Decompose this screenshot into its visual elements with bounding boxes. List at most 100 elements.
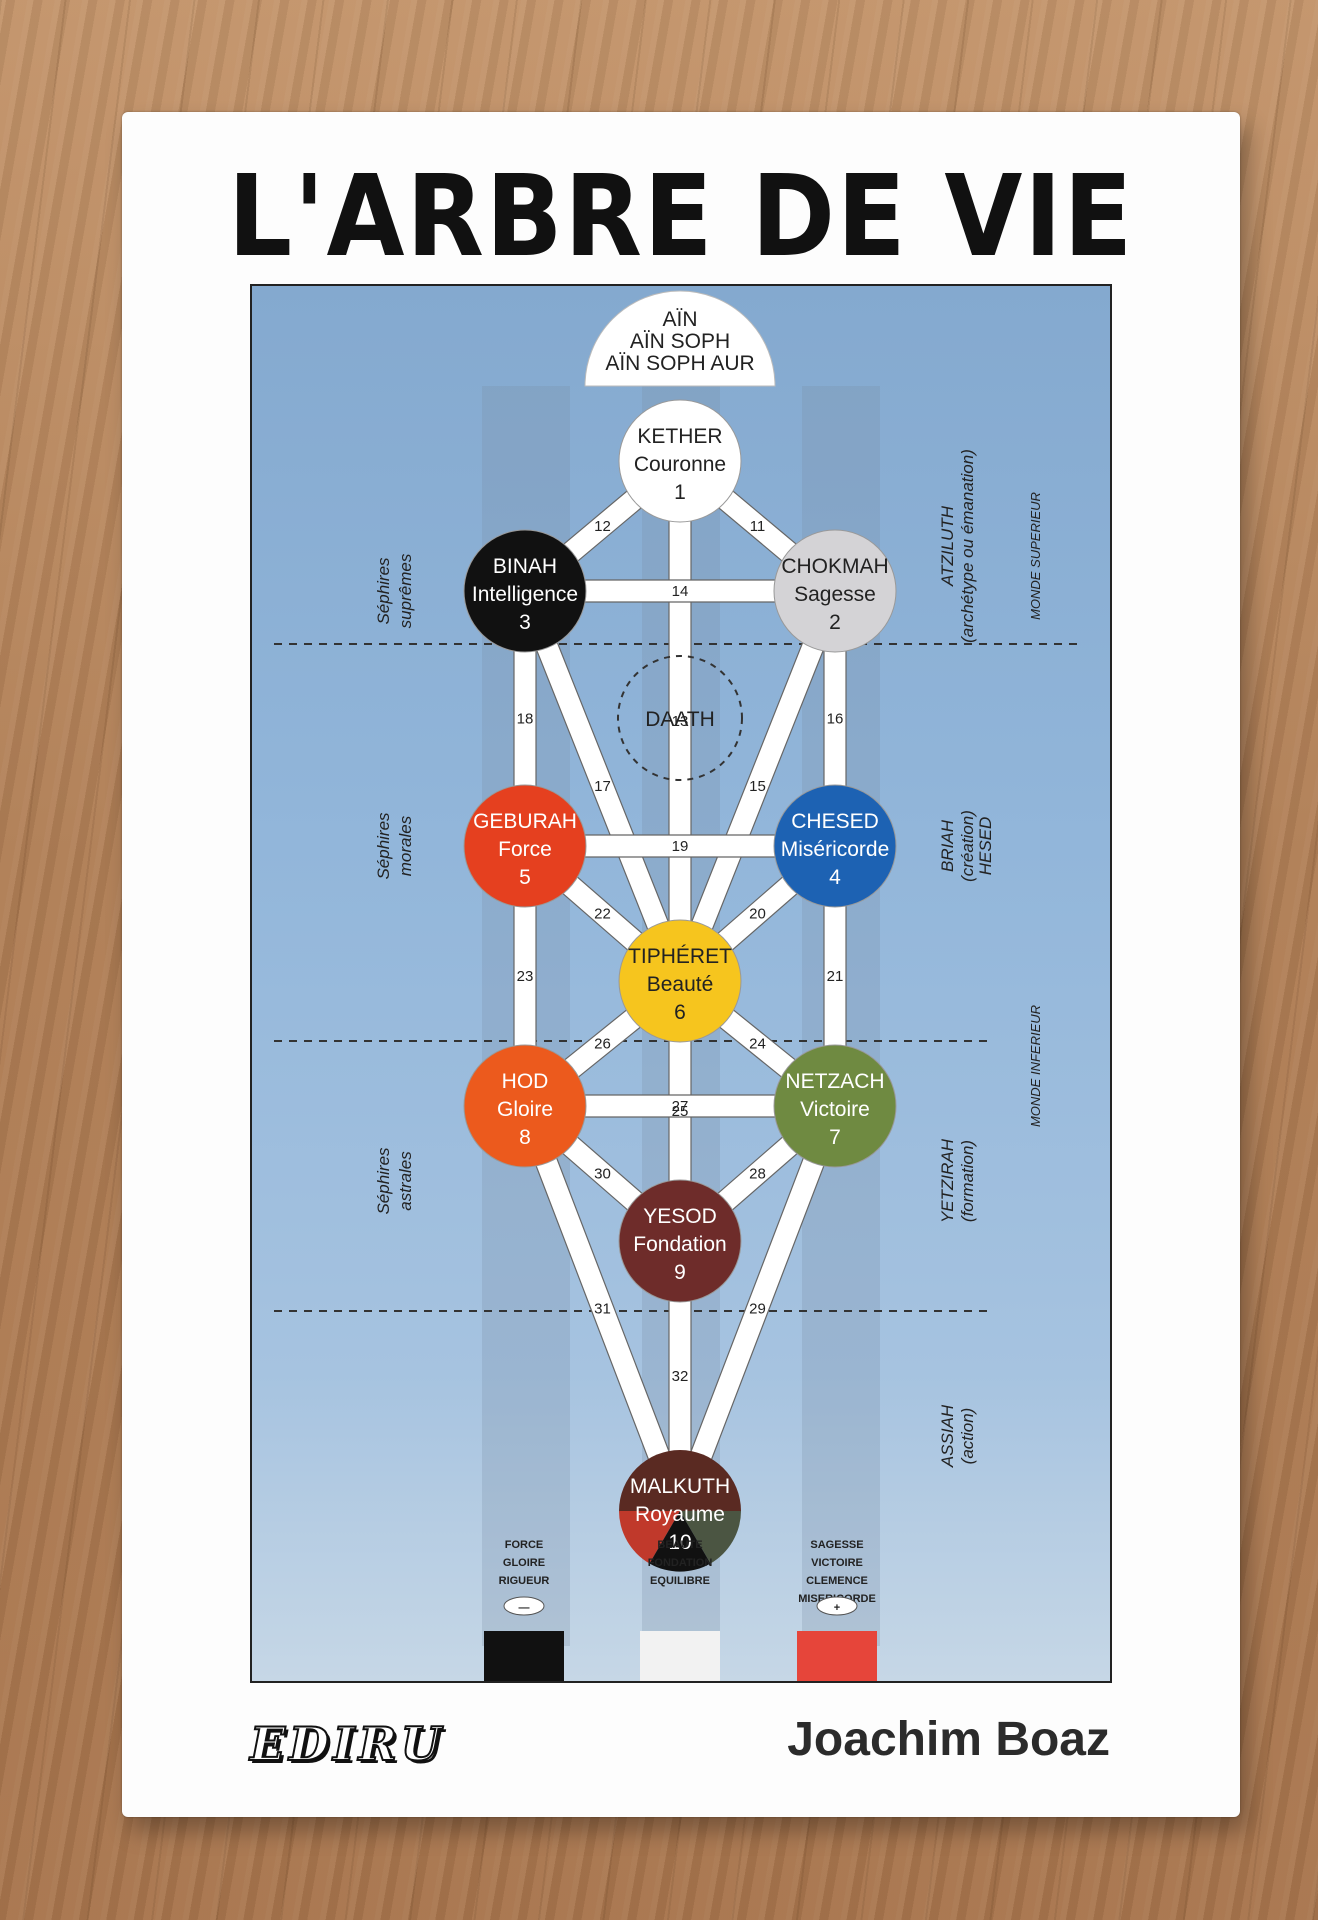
right-world-label: BRIAH(création)HESED bbox=[938, 810, 995, 882]
path-number-16: 16 bbox=[827, 711, 844, 728]
column-label: RIGUEUR bbox=[499, 1575, 550, 1587]
path-number-21: 21 bbox=[827, 968, 844, 985]
path-number-19: 19 bbox=[672, 838, 689, 855]
sephirah-meaning: Couronne bbox=[634, 453, 726, 476]
right-world-label: ASSIAH(action) bbox=[938, 1404, 977, 1468]
column-label: FONDATION bbox=[648, 1557, 713, 1569]
column-label: EQUILIBRE bbox=[650, 1575, 710, 1587]
sephirah-number: 3 bbox=[519, 611, 531, 634]
left-label-line: Séphires bbox=[374, 557, 393, 625]
column-label: FORCE bbox=[505, 1539, 544, 1551]
right-label-line: (formation) bbox=[958, 1140, 977, 1222]
path-number-25: 25 bbox=[672, 1103, 689, 1120]
sephirah-name: HOD bbox=[502, 1070, 549, 1093]
path-number-12: 12 bbox=[594, 518, 611, 535]
sephirah-name: BINAH bbox=[493, 555, 557, 578]
path-number-30: 30 bbox=[594, 1166, 611, 1183]
left-label-line: morales bbox=[396, 815, 415, 876]
sephirah-meaning: Beauté bbox=[647, 973, 714, 996]
path-number-26: 26 bbox=[594, 1036, 611, 1053]
right-label-line: ASSIAH bbox=[938, 1404, 957, 1468]
monde-label-text: MONDE SUPERIEUR bbox=[1028, 492, 1043, 620]
path-number-22: 22 bbox=[594, 906, 611, 923]
right-label-line: (action) bbox=[958, 1408, 977, 1465]
sephirah-name: GEBURAH bbox=[473, 810, 577, 833]
sephirah-name: CHOKMAH bbox=[781, 555, 888, 578]
sephirah-disc bbox=[773, 784, 897, 908]
column-sign-oval bbox=[816, 1596, 858, 1616]
left-label-line: Séphires bbox=[374, 1147, 393, 1215]
publisher-logo: EDIRU bbox=[249, 1716, 445, 1772]
sephirah-meaning: Royaume bbox=[635, 1503, 725, 1526]
sephirah-meaning: Force bbox=[498, 838, 552, 861]
path-number-31: 31 bbox=[594, 1301, 611, 1318]
book-title: L'ARBRE DE VIE bbox=[227, 152, 1135, 282]
sephirah-disc bbox=[618, 919, 742, 1043]
path-number-15: 15 bbox=[749, 778, 766, 795]
sephirah-name: NETZACH bbox=[785, 1070, 884, 1093]
sephirah-disc bbox=[618, 1179, 742, 1303]
right-label-line: ATZILUTH bbox=[938, 505, 957, 587]
daath-circle bbox=[617, 655, 743, 781]
sephirah-number: 5 bbox=[519, 866, 531, 889]
right-label-line: BRIAH bbox=[938, 819, 957, 872]
column-label: SAGESSE bbox=[810, 1539, 863, 1551]
monde-label-text: MONDE INFERIEUR bbox=[1028, 1005, 1043, 1127]
path-number-13: 13 bbox=[672, 713, 689, 730]
right-label-line: HESED bbox=[976, 817, 995, 876]
path-number-27: 27 bbox=[672, 1098, 689, 1115]
sephirah-number: 4 bbox=[829, 866, 841, 889]
sephirah-name: YESOD bbox=[643, 1205, 717, 1228]
sephirah-name: KETHER bbox=[637, 425, 722, 448]
path-number-11: 11 bbox=[750, 518, 766, 535]
ain-label: AÏN SOPH AUR bbox=[605, 352, 754, 375]
column-sign: + bbox=[834, 1602, 840, 1614]
column-pillar: SAGESSEVICTOIRECLEMENCEMISERICORDE+ bbox=[797, 1539, 877, 1681]
sephirah-disc bbox=[773, 529, 897, 653]
left-label-line: astrales bbox=[396, 1151, 415, 1211]
sephirah-malkuth: MALKUTH Royaume 10 bbox=[619, 1450, 741, 1572]
sephirah-name: MALKUTH bbox=[630, 1475, 730, 1498]
malkuth-black-quarter bbox=[649, 1511, 711, 1572]
ain-label: AÏN bbox=[662, 308, 697, 331]
column-color-block bbox=[640, 1631, 720, 1681]
column-sign: — bbox=[519, 1602, 530, 1614]
ain-soph-dome bbox=[584, 290, 776, 387]
sephirah-number: 2 bbox=[829, 611, 841, 634]
sephirah-disc bbox=[463, 784, 587, 908]
right-world-label: ATZILUTH(archétype ou émanation) bbox=[938, 449, 977, 643]
sephirah-meaning: Sagesse bbox=[794, 583, 876, 606]
sephirah-meaning: Victoire bbox=[800, 1098, 870, 1121]
sephirah-disc bbox=[618, 399, 742, 523]
sephirah-meaning: Gloire bbox=[497, 1098, 553, 1121]
ain-label: AÏN SOPH bbox=[630, 330, 730, 353]
sephirah-number: 1 bbox=[674, 481, 686, 504]
sephirah-disc bbox=[463, 1044, 587, 1168]
sephirah-disc bbox=[463, 529, 587, 653]
malkuth-red-quarter bbox=[619, 1511, 680, 1564]
column-sign-oval bbox=[503, 1596, 545, 1616]
sephirah-name: TIPHÉRET bbox=[628, 945, 732, 968]
sephirah-meaning: Miséricorde bbox=[781, 838, 890, 861]
sephirah-hod: HOD Gloire 8 bbox=[463, 1044, 587, 1168]
column-label: CLEMENCE bbox=[806, 1575, 868, 1587]
daath-label: DAATH bbox=[645, 708, 715, 731]
sephirah-number: 9 bbox=[674, 1261, 686, 1284]
sephirah-number: 10 bbox=[668, 1531, 691, 1554]
path-number-24: 24 bbox=[749, 1036, 766, 1053]
path-numbers-group: 1112131415161718192021222324252627282930… bbox=[517, 518, 844, 1385]
sephirah-kether: KETHER Couronne 1 bbox=[618, 399, 742, 523]
sephirah-number: 8 bbox=[519, 1126, 531, 1149]
sephirah-chokmah: CHOKMAH Sagesse 2 bbox=[773, 529, 897, 653]
path-number-29: 29 bbox=[749, 1301, 766, 1318]
